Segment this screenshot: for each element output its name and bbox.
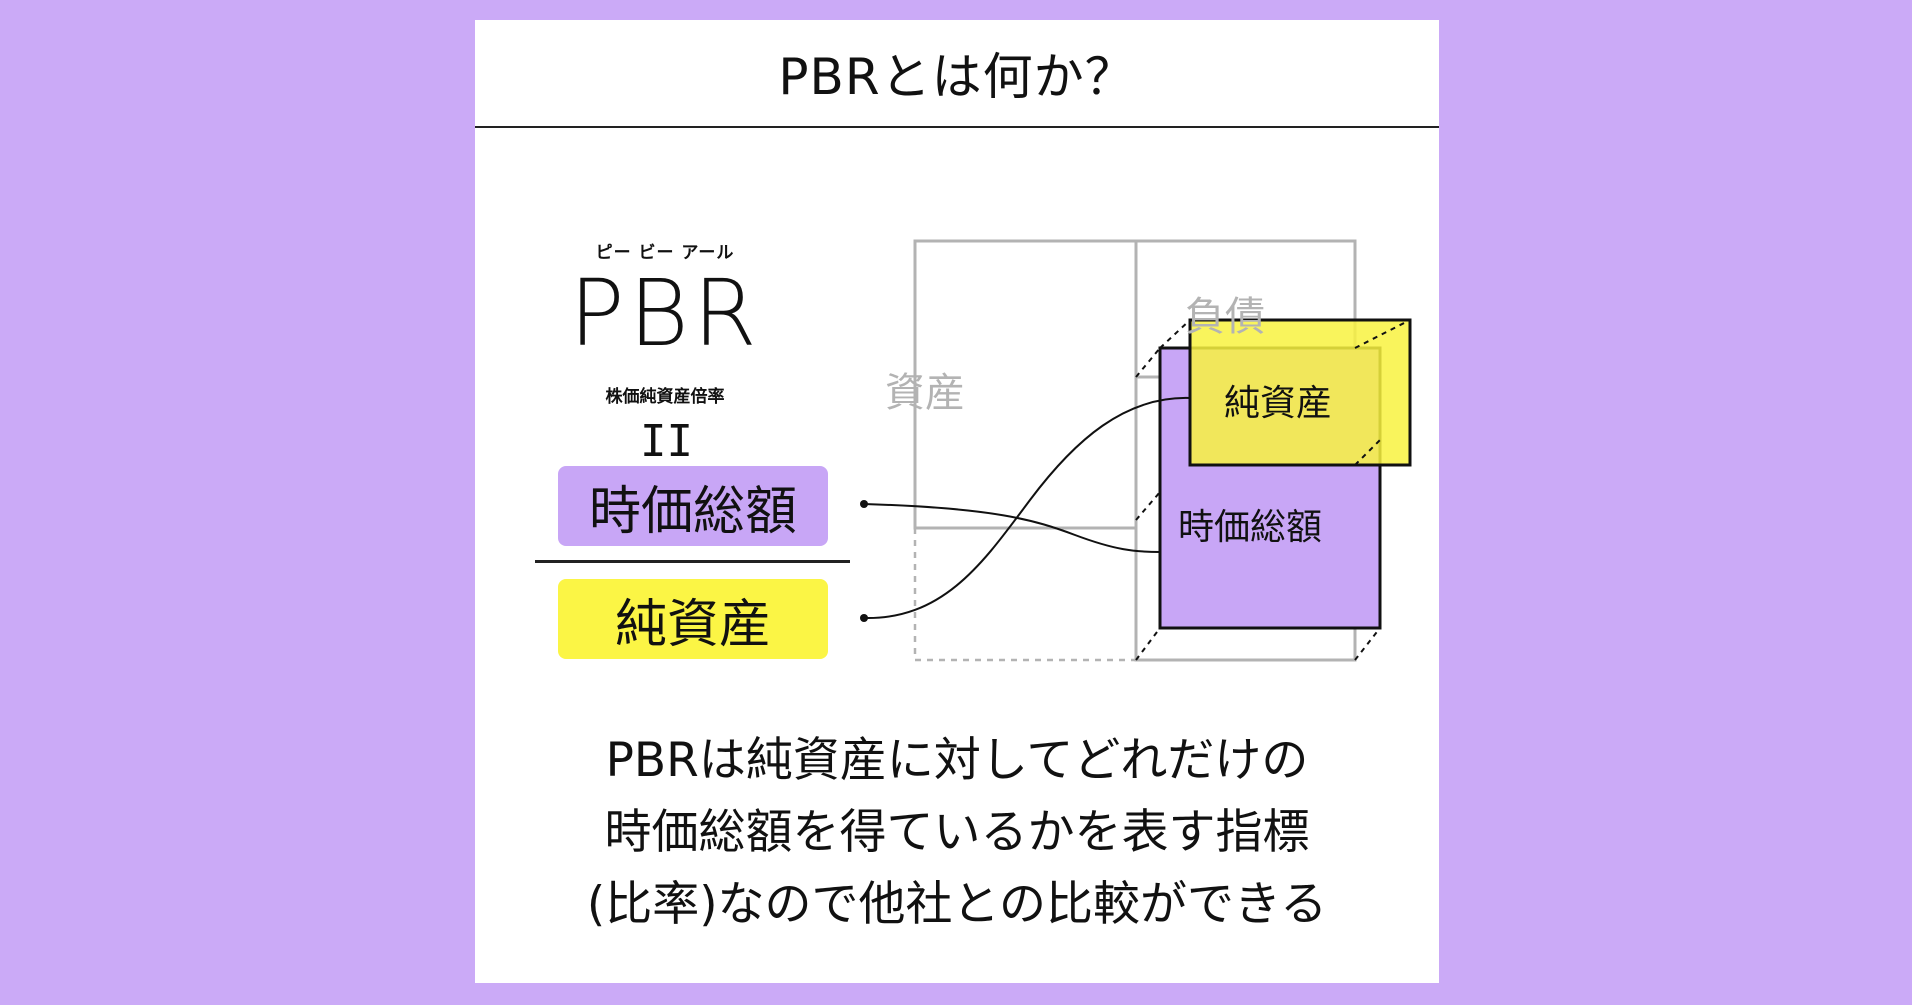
description-line: PBRは純資産に対してどれだけの [605,733,1309,788]
market-cap-label: 時価総額 [1177,507,1322,548]
pbr-full-name: 株価純資産倍率 [605,387,725,407]
page-title: PBRとは何か？ [475,20,1439,128]
debt-label: 負債 [1185,294,1265,340]
denominator-net-assets: 純資産 [558,579,828,659]
asset-label: 資産 [885,370,965,416]
balance-sheet-diagram [860,239,1412,662]
market-cap-depth-edges [1135,347,1381,661]
equals-sign: II [640,416,693,467]
connector-net-assets [863,396,1191,620]
description-line: 時価総額を得ているかを表す指標 [604,805,1310,860]
pbr-abbreviation: PBR [569,260,761,367]
pbr-reading: ピー ビー アール [595,243,735,263]
infographic-card: PBRとは何か？ ピー ビー アール PBR 株価純資産倍率 II 時価総額 純… [475,20,1439,983]
asset-box-dashed [913,528,1136,662]
description: PBRは純資産に対してどれだけの 時価総額を得ているかを表す指標 (比率)なので… [475,725,1439,941]
connector-market-cap [863,503,1161,553]
fraction-line [535,560,850,563]
description-line: (比率)なので他社との比較ができる [586,877,1328,932]
net-assets-label: 純資産 [1223,383,1332,424]
numerator-market-cap: 時価総額 [558,466,828,546]
net-assets-box [1188,318,1412,467]
net-assets-depth-edges [1159,319,1411,466]
